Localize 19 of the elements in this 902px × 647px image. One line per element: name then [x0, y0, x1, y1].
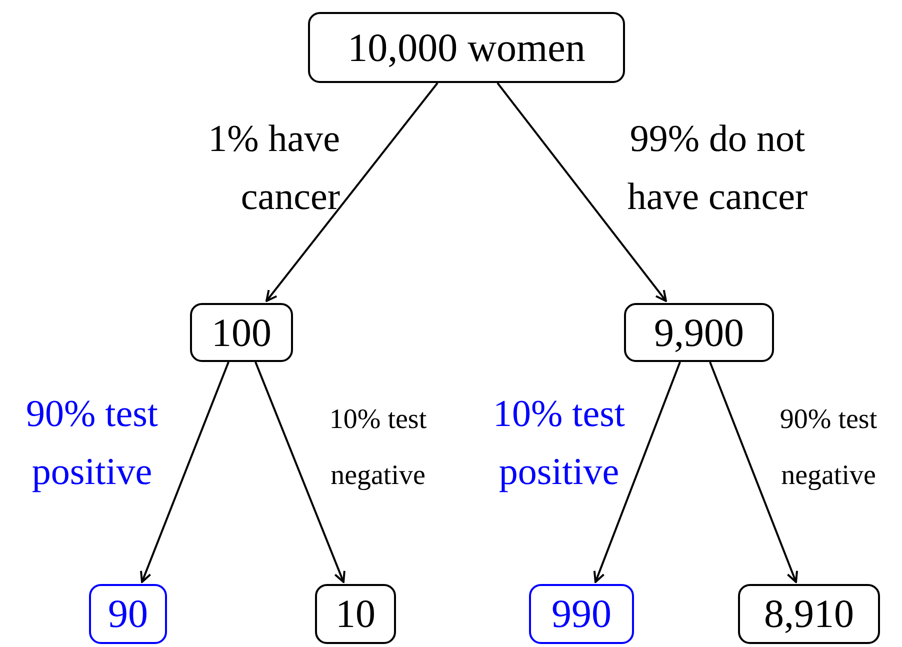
count-box: 10,000 women	[308, 12, 625, 83]
count-box: 100	[190, 303, 293, 362]
arrow	[140, 362, 230, 583]
edge-label: 10% test negative	[328, 403, 428, 493]
arrow	[266, 82, 438, 302]
edge-label: 1% have cancer	[207, 117, 340, 220]
count-box: 90	[89, 584, 167, 644]
edge-label: 10% test positive	[492, 392, 626, 495]
count-box: 10	[315, 584, 396, 644]
arrow	[254, 362, 346, 583]
count-box: 990	[529, 584, 634, 644]
arrow	[496, 82, 667, 302]
edge-label: 90% test positive	[25, 392, 159, 495]
count-box: 8,910	[738, 584, 880, 644]
arrow	[709, 362, 798, 583]
count-box: 9,900	[624, 303, 774, 362]
arrow	[593, 362, 681, 583]
edge-label: 99% do not have cancer	[626, 117, 809, 220]
edge-label: 90% test negative	[778, 403, 878, 493]
